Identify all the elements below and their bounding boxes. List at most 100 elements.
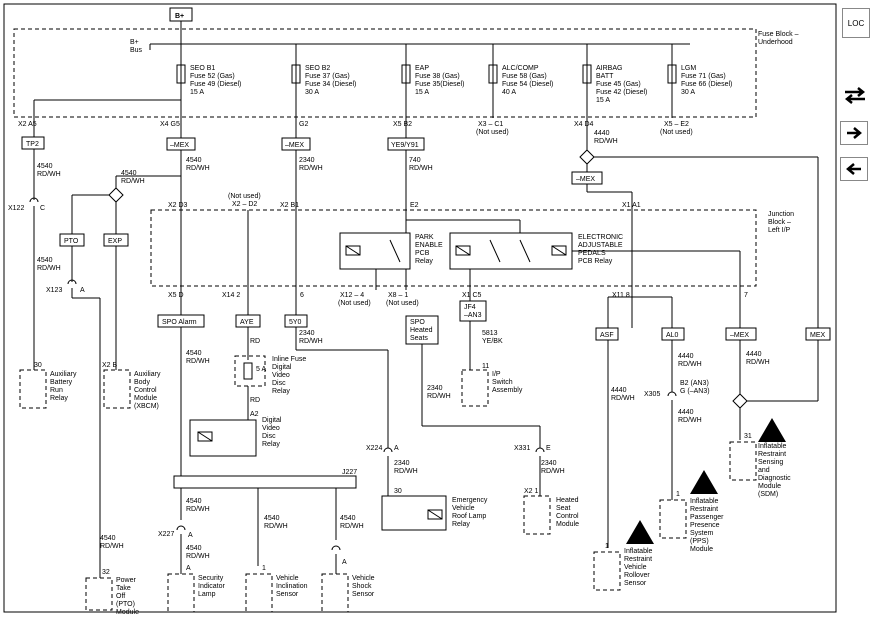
arrow-left-icon [846,163,861,175]
sdm-module [729,441,757,481]
fuse-line: 40 A [502,89,516,96]
option-asf-label: ASF [600,332,614,339]
option-spo-alarm [157,314,205,328]
splice-diamond [579,149,595,165]
pin-a: A [394,445,399,452]
option-mex-label: –MEX [576,176,595,183]
connector-g-an3: G (–AN3) [680,388,710,395]
option-5y0-label: 5Y0 [289,319,302,326]
bplus-bus-label: B+Bus [130,39,143,54]
fuse-seo-b2: SEO B2 Fuse 37 (Gas) Fuse 34 (Diesel) 30… [291,44,356,110]
fuse-line: Fuse 38 (Gas) [415,73,460,80]
pps-pin: 1 [676,491,680,498]
option-exp-label: EXP [108,238,122,245]
fuse-line: Fuse 42 (Diesel) [596,89,647,96]
option-jf4-label: JF4–AN3 [464,304,482,319]
pto-module [85,577,113,611]
connector-g2: G2 [299,121,308,128]
fuse-name: SEO B2 [305,65,330,72]
connector-x8-1: X8 – 1 [388,292,408,299]
pin-c: C [40,205,45,212]
fuse-line: 30 A [305,89,319,96]
aux-batt-pin: 30 [34,362,42,369]
wire-rd: RD [250,338,260,345]
fuse-line: Fuse 37 (Gas) [305,73,350,80]
connector-pin-7: 7 [744,292,748,299]
option-tp2-label: TP2 [26,141,39,148]
fuse-name: LGM [681,65,696,72]
aux-battery-relay [19,369,47,409]
rollover-sensor [593,551,621,591]
option-al0 [661,327,685,341]
connector-x123: X123 [46,287,62,294]
connector-x11-8: X11 8 [612,292,630,299]
connector-x5-d: X5 D [168,292,184,299]
heated-seat-pin: X2 1 [524,488,539,495]
fuse-line: Fuse 71 (Gas) [681,73,726,80]
option-mex-label: –MEX [730,332,749,339]
splice-j227 [173,475,357,489]
fuse-line: Fuse 66 (Diesel) [681,81,732,88]
fuse-line: BATT [596,73,614,80]
option-mex5-label: MEX [810,332,826,339]
splice-diamond-2 [108,187,124,203]
ip-switch-pin: 11 [482,363,489,370]
fuse-airbag-batt: AIRBAG BATT Fuse 45 (Gas) Fuse 42 (Diese… [582,44,647,150]
fuse-line: Fuse 54 (Diesel) [502,81,553,88]
swap-arrows-icon [844,87,866,104]
connector-x14-2: X14 2 [222,292,240,299]
fuse-lgm: LGM Fuse 71 (Gas) Fuse 66 (Diesel) 30 A [667,44,732,110]
prev-button[interactable] [840,157,868,181]
rollover-pin: 1 [605,543,609,550]
inclination-sensor [245,573,273,613]
not-used-label: (Not used) [476,129,509,136]
arrow-right-icon [847,127,862,139]
swap-arrows-button[interactable] [842,84,868,106]
fuse-eap: EAP Fuse 38 (Gas) Fuse 35(Diesel) 15 A [401,44,464,110]
loc-button[interactable]: LOC [842,8,870,38]
inline-fuse [243,362,253,380]
fuse-line: Fuse 34 (Diesel) [305,81,356,88]
incline-pin: 1 [262,565,266,572]
fuse-name: EAP [415,65,429,72]
aux-body-pin: X2 B [102,362,118,369]
not-used-label: (Not used) [228,193,261,200]
loc-label: LOC [847,18,865,28]
option-aye-label: AYE [240,319,254,326]
connector-x4-d4: X4 D4 [574,121,594,128]
aux-body-module [103,369,131,409]
pin-a: A [80,287,85,294]
shock-sensor [321,573,349,613]
pto-module-pin: 32 [102,569,110,576]
next-button[interactable] [840,121,868,145]
fuse-line: Fuse 35(Diesel) [415,81,464,88]
option-ye9-label: YE9/Y91 [391,142,419,149]
pin-a: A [188,532,193,539]
connector-x2-b1: X2 B1 [280,202,299,209]
fuse-line: Fuse 49 (Diesel) [190,81,241,88]
inline-fuse-boundary [234,355,266,387]
